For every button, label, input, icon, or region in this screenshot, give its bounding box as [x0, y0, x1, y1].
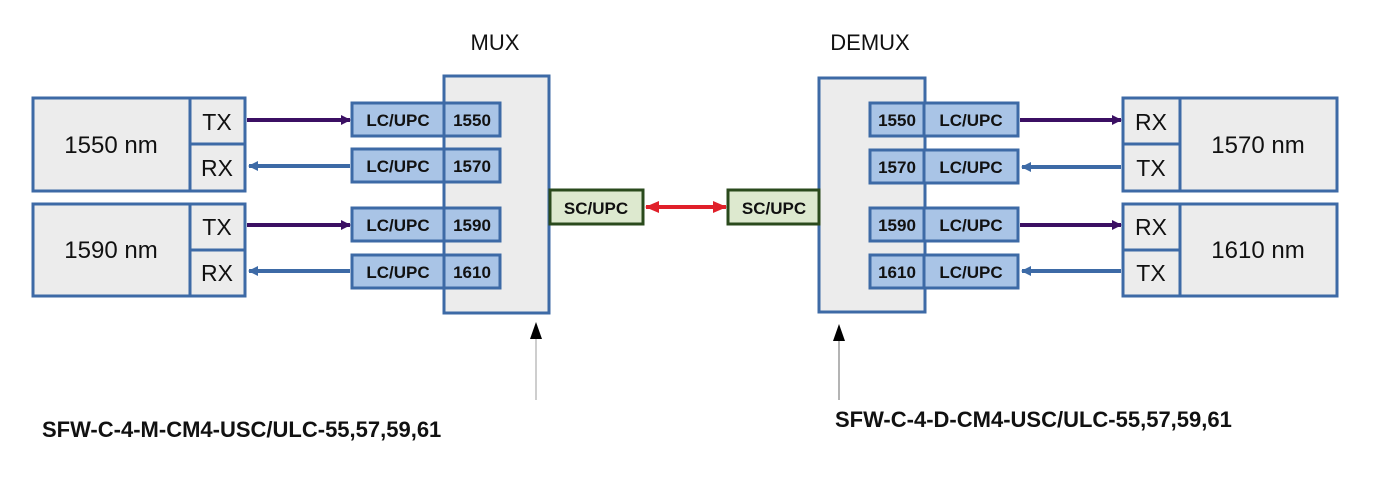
transceiver-1590: 1590 nm TX RX	[31, 202, 247, 298]
mux-common-port: SC/UPC	[548, 188, 645, 226]
mux-title: MUX	[471, 30, 520, 55]
port-channel: 1550	[878, 111, 916, 130]
port-connector: LC/UPC	[939, 216, 1002, 235]
demux-common-port: SC/UPC	[726, 188, 821, 226]
transceiver-1570: RX TX 1570 nm	[1121, 96, 1339, 193]
mux-port-1590: LC/UPC 1590	[350, 206, 502, 243]
port-box	[868, 148, 1020, 185]
wavelength-label: 1590 nm	[64, 237, 157, 264]
tx-label: TX	[202, 214, 231, 240]
mux-port-1610: LC/UPC 1610	[350, 253, 502, 290]
port-box	[350, 206, 502, 243]
tx-label: TX	[1136, 260, 1165, 286]
rx-label: RX	[201, 155, 233, 181]
port-connector: LC/UPC	[939, 111, 1002, 130]
sc-port-box	[548, 188, 645, 226]
tx-label: TX	[202, 109, 231, 135]
port-connector: LC/UPC	[939, 158, 1002, 177]
mux-pointer-arrowhead-icon	[530, 322, 542, 339]
port-connector: LC/UPC	[366, 157, 429, 176]
rx-cell	[188, 248, 247, 298]
port-channel: 1570	[453, 157, 491, 176]
demux-model-label: SFW-C-4-D-CM4-USC/ULC-55,57,59,61	[835, 407, 1232, 432]
mux-model-label: SFW-C-4-M-CM4-USC/ULC-55,57,59,61	[42, 417, 441, 442]
transceiver-body	[31, 96, 192, 193]
rx-cell	[1121, 96, 1182, 146]
demux-port-1550: 1550 LC/UPC	[868, 101, 1020, 138]
port-channel: 1610	[878, 263, 916, 282]
port-connector: LC/UPC	[366, 111, 429, 130]
port-channel: 1590	[878, 216, 916, 235]
port-box	[350, 147, 502, 184]
wavelength-label: 1570 nm	[1211, 132, 1304, 159]
transceiver-body	[1178, 96, 1339, 193]
port-connector: LC/UPC	[939, 263, 1002, 282]
port-connector: LC/UPC	[366, 263, 429, 282]
demux-title: DEMUX	[830, 30, 910, 55]
tx-label: TX	[1136, 155, 1165, 181]
sc-port-label: SC/UPC	[742, 199, 806, 218]
mux-port-1550: LC/UPC 1550	[350, 101, 502, 138]
demux-port-1610: 1610 LC/UPC	[868, 253, 1020, 290]
port-channel: 1610	[453, 263, 491, 282]
wavelength-label: 1550 nm	[64, 132, 157, 159]
transceiver-1610: RX TX 1610 nm	[1121, 202, 1339, 298]
demux-pointer-arrowhead-icon	[833, 324, 845, 341]
port-connector: LC/UPC	[366, 216, 429, 235]
port-channel: 1590	[453, 216, 491, 235]
mux-port-1570: LC/UPC 1570	[350, 147, 502, 184]
wavelength-label: 1610 nm	[1211, 237, 1304, 264]
rx-label: RX	[201, 260, 233, 286]
port-box	[868, 206, 1020, 243]
rx-cell	[188, 142, 247, 193]
port-box	[868, 101, 1020, 138]
demux-port-1570: 1570 LC/UPC	[868, 148, 1020, 185]
sc-port-label: SC/UPC	[564, 199, 628, 218]
transceiver-body	[1178, 202, 1339, 298]
port-box	[868, 253, 1020, 290]
tx-cell	[188, 202, 247, 252]
port-box	[350, 253, 502, 290]
transceiver-body	[31, 202, 192, 298]
rx-label: RX	[1135, 109, 1167, 135]
rx-label: RX	[1135, 214, 1167, 240]
port-channel: 1550	[453, 111, 491, 130]
port-channel: 1570	[878, 158, 916, 177]
demux-port-1590: 1590 LC/UPC	[868, 206, 1020, 243]
sc-port-box	[726, 188, 821, 226]
transceiver-1550: 1550 nm TX RX	[31, 96, 247, 193]
port-box	[350, 101, 502, 138]
